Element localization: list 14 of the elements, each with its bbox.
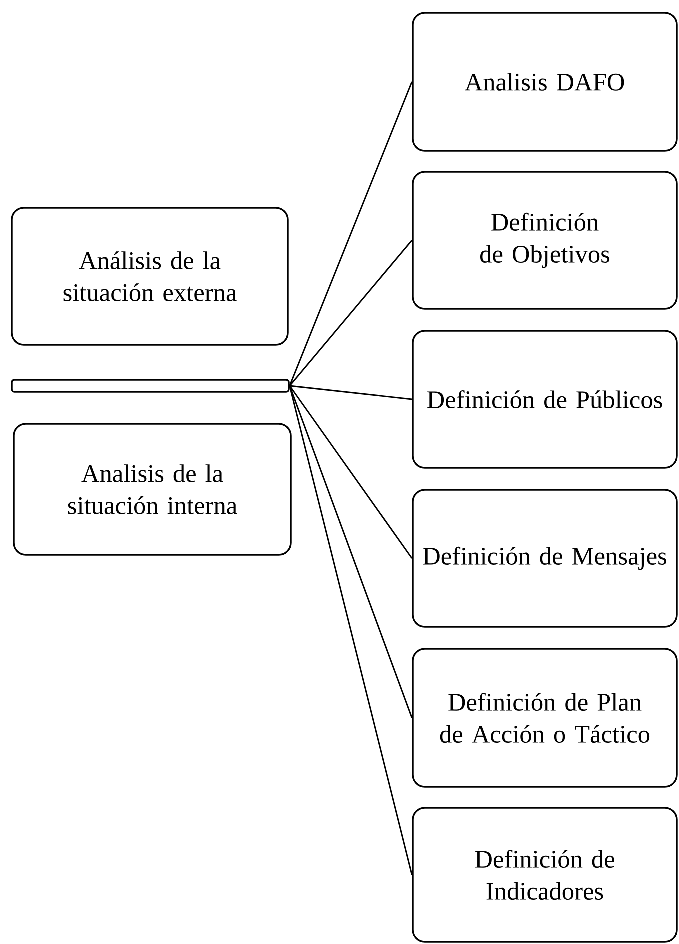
process-box: Definición de Plan de Acción o Táctico — [412, 648, 678, 788]
connector-line — [289, 82, 413, 386]
process-box: Definición de Indicadores — [412, 807, 678, 943]
connector-line — [289, 386, 413, 876]
process-box: Analisis de la situación interna — [13, 423, 292, 556]
bar-shape — [11, 379, 290, 393]
process-box: Definición de Mensajes — [412, 489, 678, 628]
process-box: Definición de Públicos — [412, 330, 678, 469]
connector-line — [290, 385, 412, 400]
process-box: Analisis DAFO — [412, 12, 678, 152]
connector-line — [289, 386, 413, 559]
connector-line — [289, 240, 413, 386]
process-box: Análisis de la situación externa — [11, 207, 289, 346]
process-box: Definición de Objetivos — [412, 171, 678, 310]
